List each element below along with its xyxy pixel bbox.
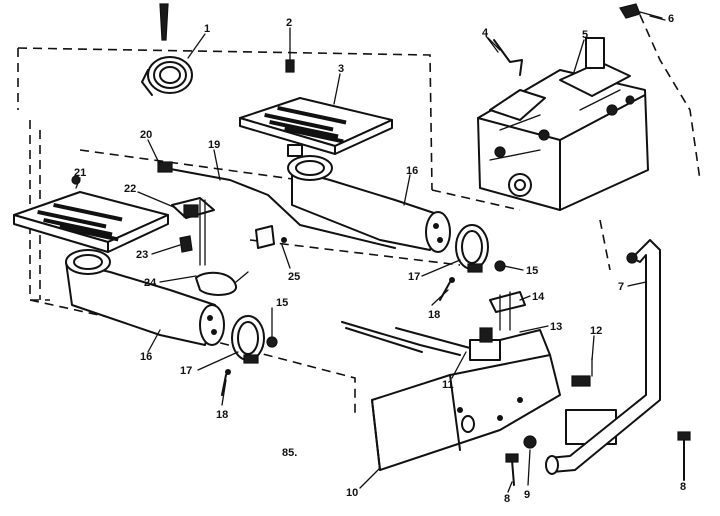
callout-10: 10 xyxy=(346,487,358,499)
nut-part-15-lower xyxy=(266,336,278,348)
grate-lower xyxy=(13,175,169,253)
callout-21: 21 xyxy=(74,167,86,179)
callout-19: 19 xyxy=(208,139,220,151)
screw-part-8-bottom xyxy=(677,431,691,481)
screw-part-2 xyxy=(285,33,295,73)
callout-18-upper: 18 xyxy=(428,309,440,321)
callout-6: 6 xyxy=(668,13,674,25)
callout-12: 12 xyxy=(590,325,602,337)
pilot-electrode xyxy=(195,271,249,296)
control-valve-assembly xyxy=(477,37,649,211)
callout-17-upper: 17 xyxy=(408,271,420,283)
fitting-part-12 xyxy=(571,357,593,387)
callout-8-left: 8 xyxy=(504,493,510,505)
callout-18-lower: 18 xyxy=(216,409,228,421)
callout-13: 13 xyxy=(550,321,562,333)
callout-15-left: 15 xyxy=(276,297,288,309)
screw-part-18-upper xyxy=(439,277,455,301)
callout-leader-lines xyxy=(75,15,666,493)
clamp-ring-lower xyxy=(231,315,265,364)
callout-15-right: 15 xyxy=(526,265,538,277)
pilot-bracket xyxy=(171,197,215,266)
grate-upper xyxy=(239,97,393,157)
callout-9: 9 xyxy=(524,489,530,501)
callout-numbers: 1 2 3 4 5 6 7 8 8 9 10 11 12 13 14 15 15… xyxy=(74,13,686,505)
callout-3: 3 xyxy=(338,63,344,75)
callout-4: 4 xyxy=(482,27,489,39)
callout-8-right: 8 xyxy=(680,481,686,493)
callout-22: 22 xyxy=(124,183,136,195)
callout-5: 5 xyxy=(582,29,588,41)
screw-part-8-lower-left xyxy=(505,453,519,486)
callout-17-lower: 17 xyxy=(180,365,192,377)
thermocouple-coil xyxy=(141,56,193,96)
bracket-part-25 xyxy=(255,225,287,249)
clamp-ring-upper xyxy=(455,224,489,273)
page-mark: 85. xyxy=(282,447,297,459)
nut-part-9 xyxy=(523,435,537,449)
callout-25: 25 xyxy=(288,271,300,283)
screw-part-8-top xyxy=(619,3,663,19)
callout-16-upper: 16 xyxy=(406,165,418,177)
callout-20: 20 xyxy=(140,129,152,141)
callout-7: 7 xyxy=(618,281,624,293)
callout-24: 24 xyxy=(144,277,157,289)
manifold-tube xyxy=(341,321,461,356)
callout-11: 11 xyxy=(442,379,454,391)
screw-part-18-lower xyxy=(221,369,231,396)
orifice-assembly xyxy=(395,291,526,361)
callout-14: 14 xyxy=(532,291,545,303)
burner-tube-upper xyxy=(287,155,451,253)
callout-1: 1 xyxy=(204,23,210,35)
callout-23: 23 xyxy=(136,249,148,261)
thermocouple-line xyxy=(157,161,396,249)
callout-16-lower: 16 xyxy=(140,351,152,363)
gas-supply-tube xyxy=(545,239,661,475)
igniter-tip xyxy=(159,3,169,41)
burner-tube-lower xyxy=(65,249,225,346)
callout-2: 2 xyxy=(286,17,292,29)
pilot-orifice xyxy=(179,235,193,253)
